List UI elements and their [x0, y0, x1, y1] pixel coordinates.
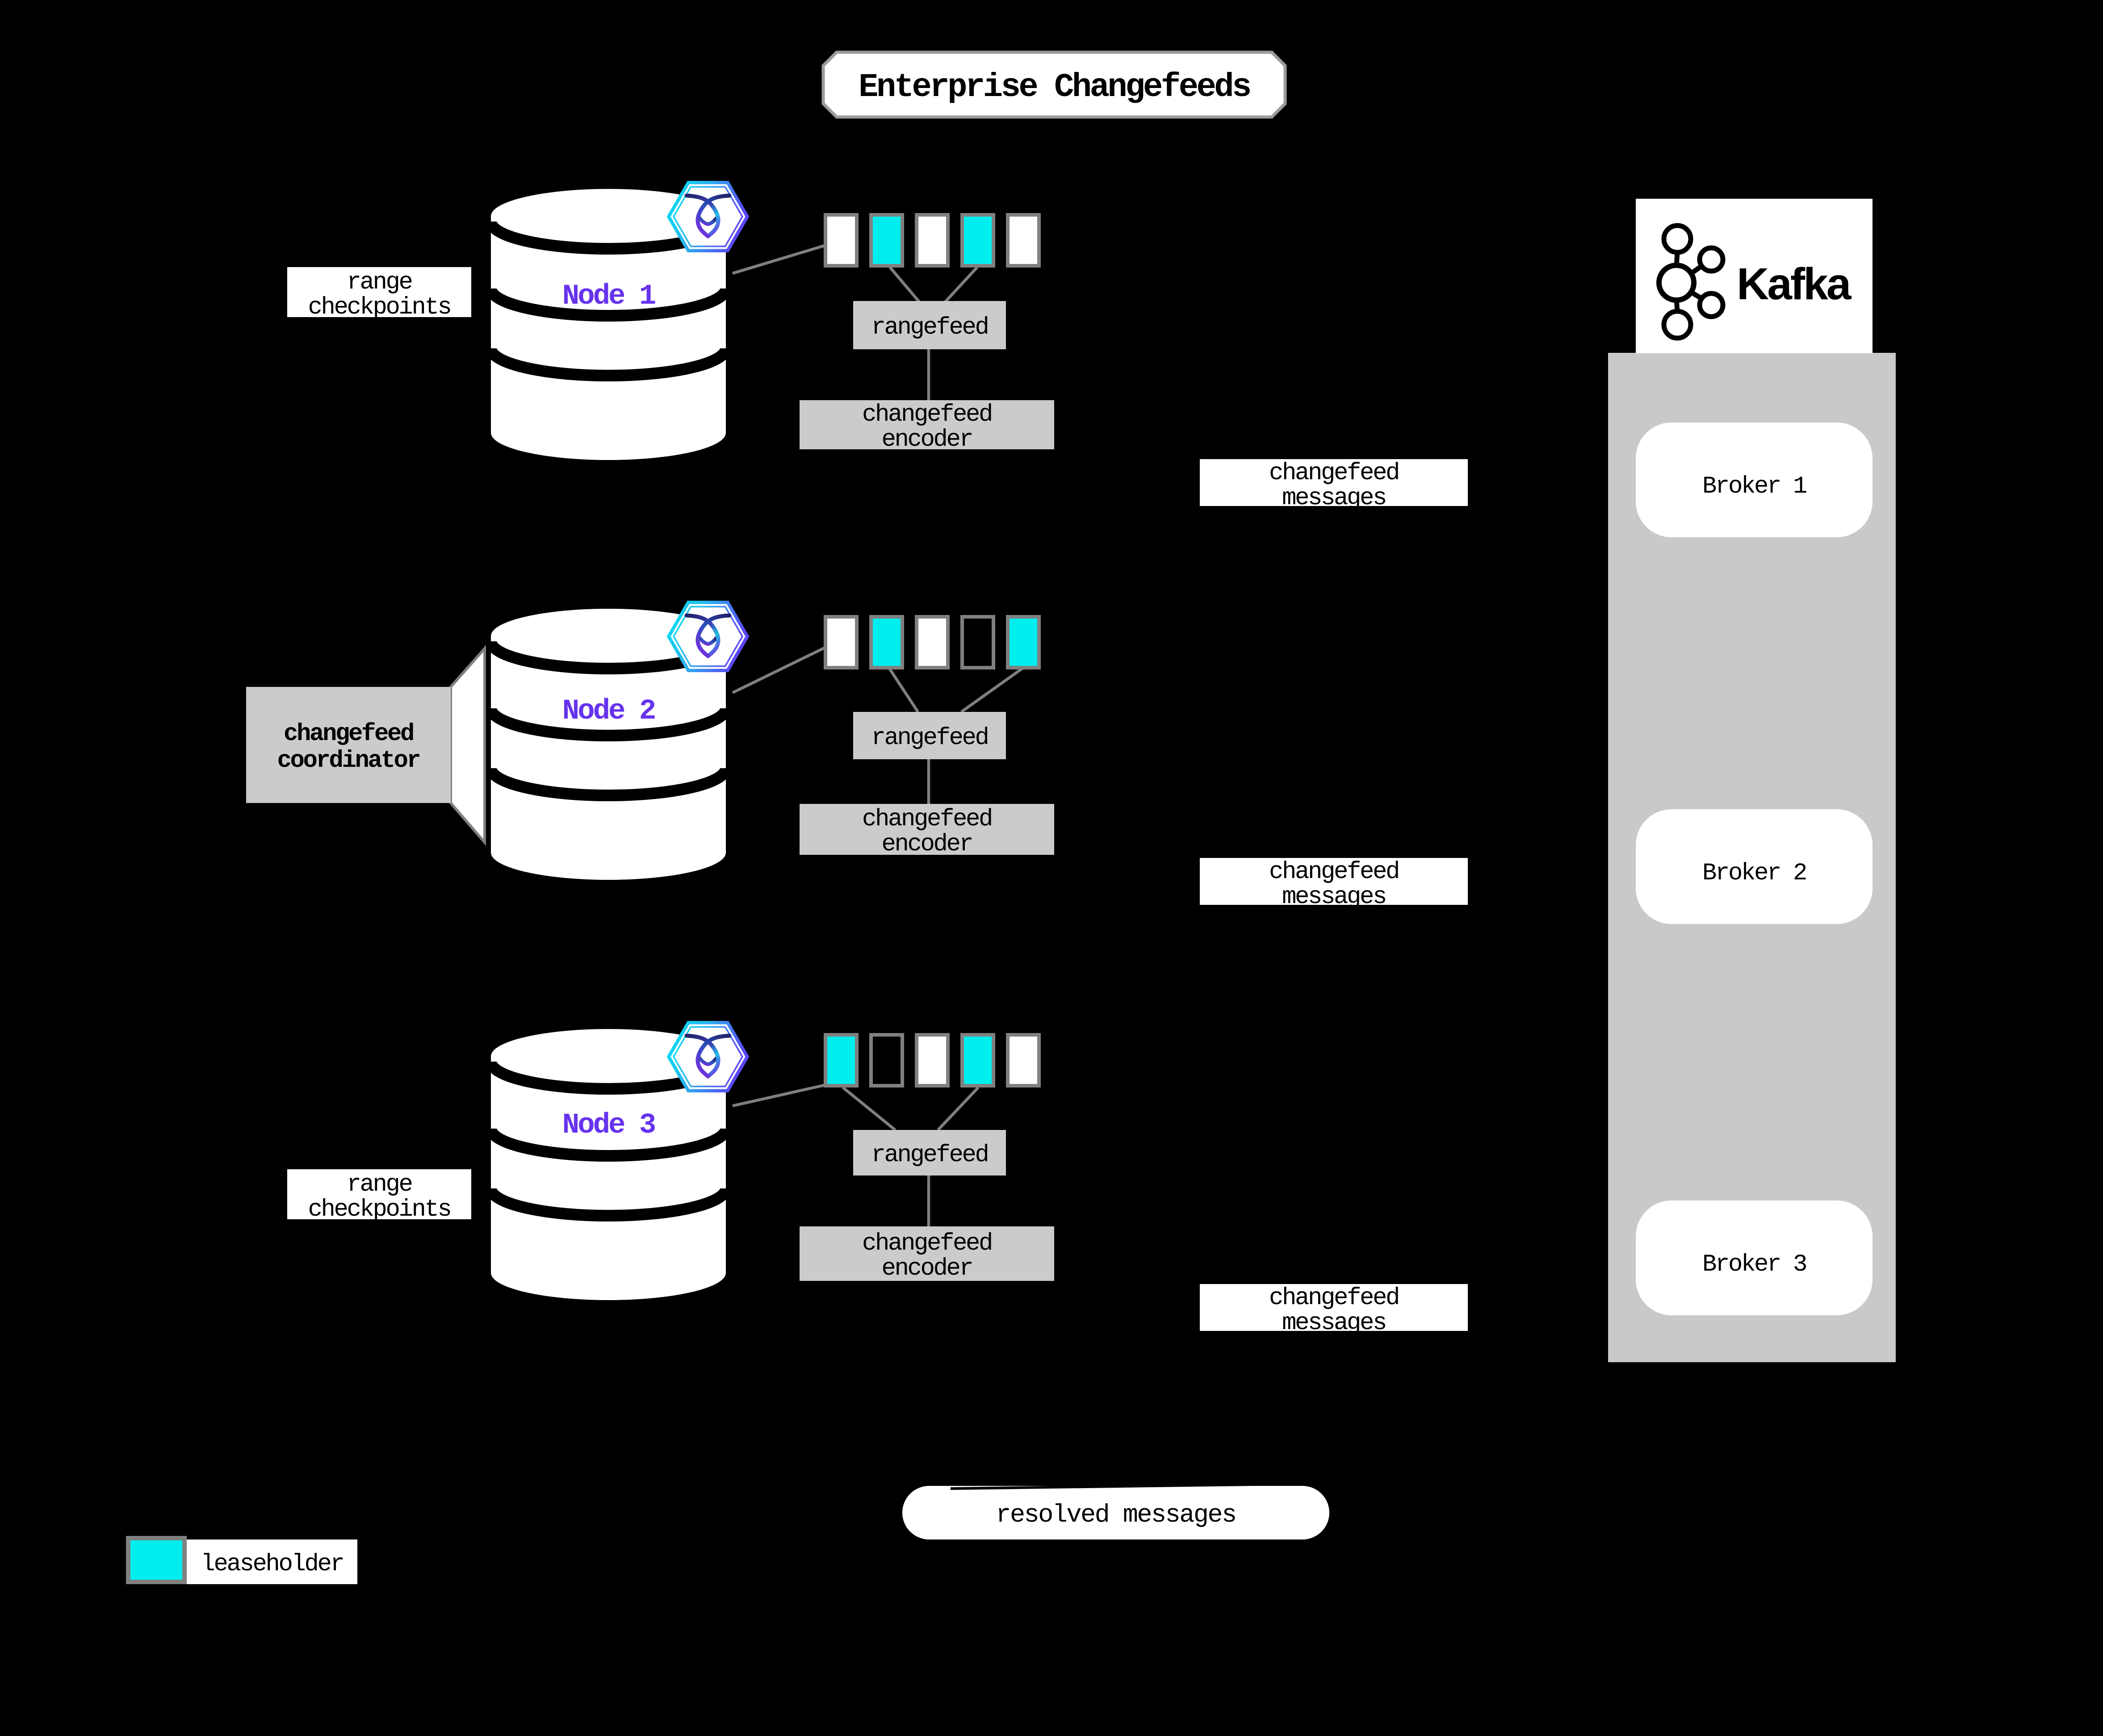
svg-text:encoder: encoder — [881, 831, 972, 858]
svg-text:Broker 1: Broker 1 — [1702, 473, 1806, 500]
svg-text:checkpoints: checkpoints — [308, 294, 450, 321]
svg-text:changefeed: changefeed — [1269, 460, 1399, 487]
svg-text:changefeed: changefeed — [862, 806, 992, 833]
svg-text:checkpoints: checkpoints — [308, 1196, 450, 1223]
svg-text:range: range — [347, 1171, 411, 1198]
svg-text:changefeed: changefeed — [862, 1230, 992, 1257]
svg-text:rangefeed: rangefeed — [871, 314, 988, 341]
svg-text:rangefeed: rangefeed — [871, 724, 988, 752]
svg-text:coordinator: coordinator — [277, 747, 419, 774]
svg-text:changefeed: changefeed — [1269, 1284, 1399, 1312]
svg-text:changefeed: changefeed — [284, 720, 413, 748]
svg-text:Node 1: Node 1 — [562, 280, 655, 313]
svg-text:Broker 2: Broker 2 — [1702, 860, 1806, 887]
svg-text:rangefeed: rangefeed — [871, 1142, 988, 1169]
svg-text:Broker 3: Broker 3 — [1702, 1251, 1806, 1278]
svg-text:messages: messages — [1282, 1309, 1386, 1337]
svg-text:changefeed: changefeed — [862, 401, 992, 428]
svg-text:changefeed: changefeed — [1269, 858, 1399, 886]
svg-text:Enterprise Changefeeds: Enterprise Changefeeds — [859, 69, 1250, 106]
svg-text:Node 3: Node 3 — [562, 1109, 655, 1142]
svg-text:Node 2: Node 2 — [562, 695, 655, 728]
svg-text:messages: messages — [1282, 485, 1386, 512]
svg-text:messages: messages — [1282, 883, 1386, 911]
svg-text:encoder: encoder — [881, 1255, 972, 1282]
svg-text:encoder: encoder — [881, 426, 972, 453]
svg-text:leaseholder: leaseholder — [201, 1551, 343, 1578]
svg-text:range: range — [347, 269, 411, 296]
svg-text:resolved messages: resolved messages — [996, 1501, 1236, 1530]
svg-text:Kafka: Kafka — [1737, 259, 1852, 309]
